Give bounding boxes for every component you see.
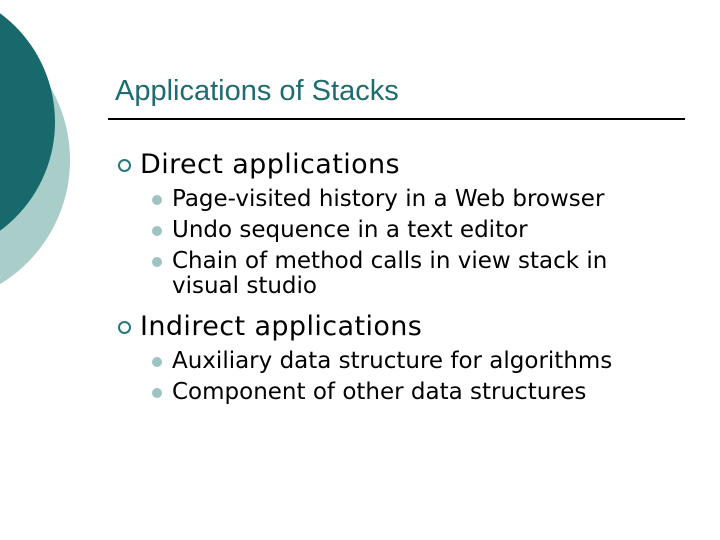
hollow-circle-bullet-icon xyxy=(118,159,131,172)
list-item: Component of other data structures xyxy=(152,380,672,405)
list-item-text: Auxiliary data structure for algorithms xyxy=(172,348,613,374)
filled-dot-bullet-icon xyxy=(152,357,162,367)
section-heading-indirect: Indirect applications xyxy=(112,312,687,341)
filled-dot-bullet-icon xyxy=(152,195,162,205)
list-item: Page-visited history in a Web browser xyxy=(152,187,672,212)
section-heading-label: Indirect applications xyxy=(140,311,423,342)
list-item-text: Chain of method calls in view stack in v… xyxy=(172,248,608,299)
list-item: Undo sequence in a text editor xyxy=(152,218,672,243)
title-underline xyxy=(108,118,685,120)
bullet-list-direct: Page-visited history in a Web browser Un… xyxy=(112,187,687,299)
section-heading-label: Direct applications xyxy=(140,149,401,180)
list-item-text: Component of other data structures xyxy=(172,379,587,405)
section-heading-direct: Direct applications xyxy=(112,150,687,179)
list-item-text: Undo sequence in a text editor xyxy=(172,217,528,243)
slide-title: Applications of Stacks xyxy=(115,75,399,107)
slide-body: Direct applications Page-visited history… xyxy=(112,150,687,405)
list-item: Auxiliary data structure for algorithms xyxy=(152,349,672,374)
filled-dot-bullet-icon xyxy=(152,226,162,236)
filled-dot-bullet-icon xyxy=(152,388,162,398)
list-item: Chain of method calls in view stack in v… xyxy=(152,249,672,299)
hollow-circle-bullet-icon xyxy=(118,321,131,334)
filled-dot-bullet-icon xyxy=(152,257,162,267)
list-item-text: Page-visited history in a Web browser xyxy=(172,186,605,212)
bullet-list-indirect: Auxiliary data structure for algorithms … xyxy=(112,349,687,405)
